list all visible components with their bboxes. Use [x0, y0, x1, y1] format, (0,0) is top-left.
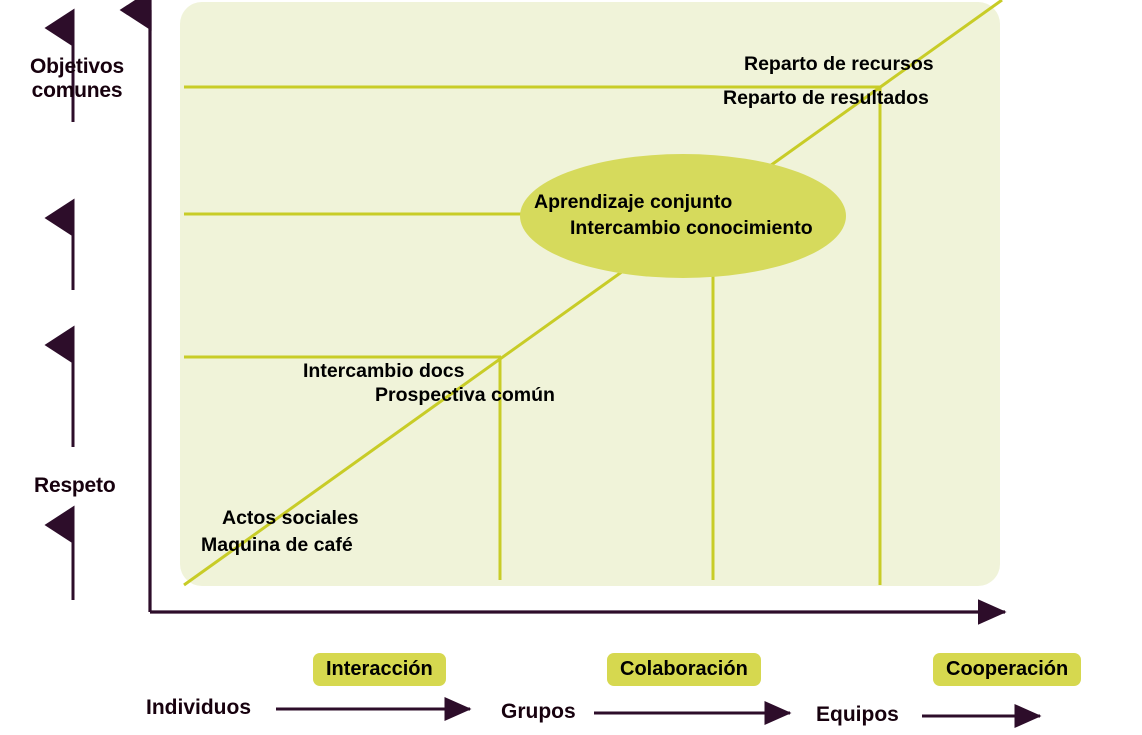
node-label-reparto-recursos: Reparto de recursos: [744, 53, 934, 75]
stage-chip-colaboracion[interactable]: Colaboración: [607, 653, 761, 686]
stage-chip-cooperacion[interactable]: Cooperación: [933, 653, 1082, 686]
stage-chip-interaccion[interactable]: Interacción: [313, 653, 446, 686]
stage-name-equipos: Equipos: [816, 703, 899, 726]
node-label-actos-sociales: Actos sociales: [222, 507, 359, 529]
stage-name-grupos: Grupos: [501, 700, 576, 723]
node-ellipse-aprendizaje: [520, 154, 846, 278]
y-axis-top-label-line1: Objetivos: [30, 55, 124, 78]
node-label-aprendizaje-conjunto: Aprendizaje conjunto: [534, 191, 733, 213]
node-label-prospectiva-comun: Prospectiva común: [375, 384, 555, 406]
y-axis-top-label-line2: comunes: [31, 78, 123, 102]
node-label-maquina-de-cafe: Maquina de café: [201, 534, 353, 556]
node-label-reparto-resultados: Reparto de resultados: [723, 87, 929, 109]
y-axis-bottom-label: Respeto: [34, 474, 116, 497]
node-label-intercambio-conocimiento: Intercambio conocimiento: [570, 217, 813, 239]
y-axis-top-label: Objetivos comunes: [22, 55, 132, 102]
stage-name-individuos: Individuos: [146, 696, 251, 719]
diagonal-progression-line: [183, 0, 1003, 587]
node-label-intercambio-docs: Intercambio docs: [303, 360, 465, 382]
